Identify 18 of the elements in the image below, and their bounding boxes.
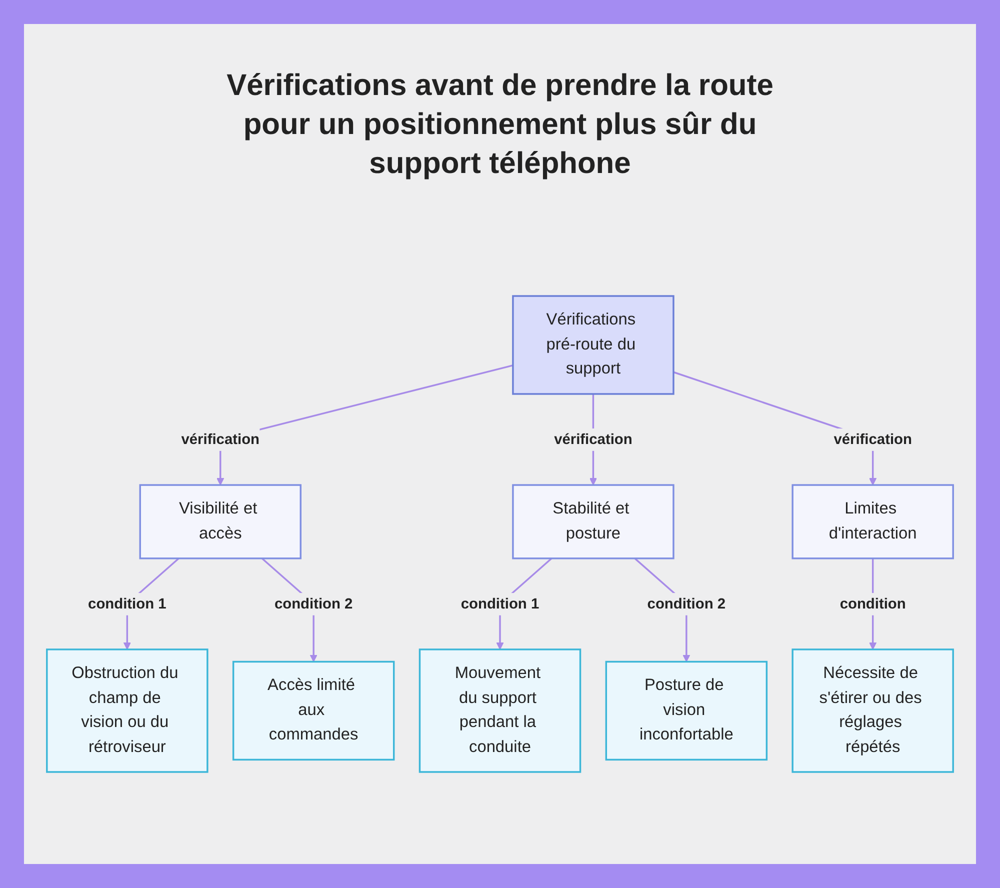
edge-label: vérification <box>554 428 632 450</box>
edge-label: condition 2 <box>647 592 726 615</box>
edge-label: condition 2 <box>274 592 353 615</box>
edge-label: vérification <box>834 428 912 450</box>
process-box: Visibilité et accès <box>139 484 302 560</box>
process-box: Limites d'interaction <box>792 484 954 560</box>
edge-label: vérification <box>181 428 260 450</box>
process-box: Vérifications pré-route du support <box>512 295 674 395</box>
process-box: Obstruction du champ de vision ou du rétroviseur <box>46 648 208 773</box>
process-box: Nécessite de s'étirer ou des réglages répétés <box>792 648 954 773</box>
edge-label: condition 1 <box>88 592 166 615</box>
title: Vérifications avant de prendre la route pour un positionnement plus sûr du support téléphone <box>226 68 774 182</box>
process-box: Accès limité aux commandes <box>232 660 395 761</box>
edge-label: condition 1 <box>460 592 540 615</box>
process-box: Mouvement du support pendant la conduite <box>418 648 582 773</box>
process-box: Posture de vision inconfortable <box>605 660 768 761</box>
edge-label: condition <box>840 592 906 615</box>
process-box: Stabilité et posture <box>512 484 674 560</box>
